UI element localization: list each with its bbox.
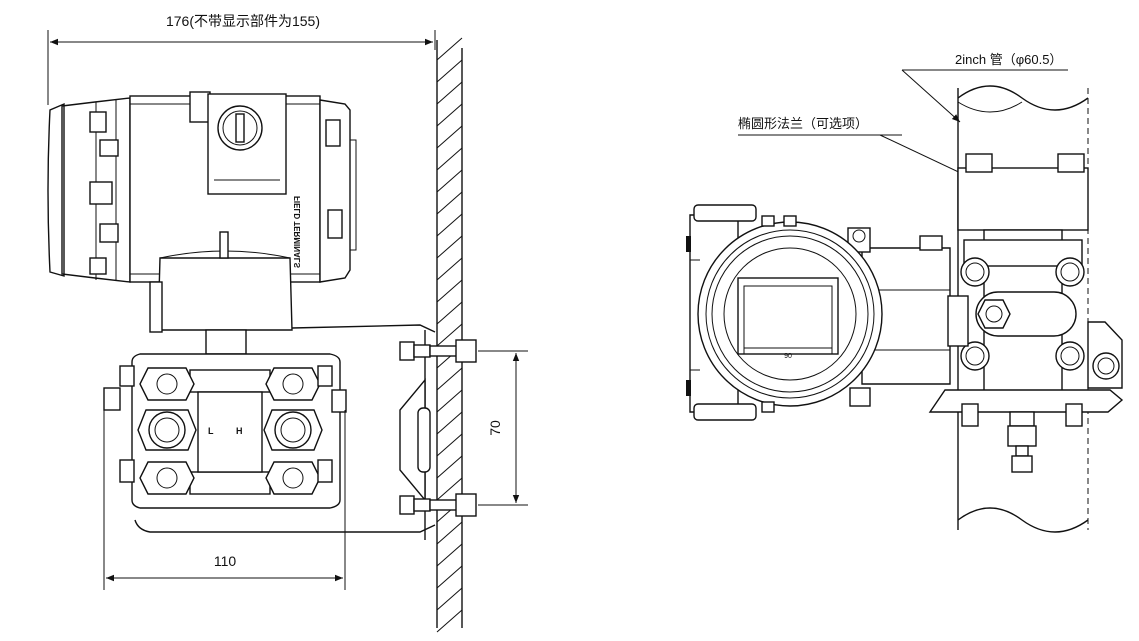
hatch-line: [436, 125, 463, 149]
hatch-line: [436, 521, 463, 545]
overall-width-label: 176(不带显示部件为155): [166, 13, 320, 29]
mount-width-dimension: 110: [103, 410, 346, 590]
hatch-line: [436, 587, 463, 611]
transmitter-housing: FIELD TERMINALS: [129, 91, 357, 283]
hatch-line: [436, 411, 463, 435]
hatch-line: [436, 609, 463, 633]
housing-neck: [149, 231, 293, 355]
hatch-line: [436, 169, 463, 193]
overall-width-dimension: 176(不带显示部件为155): [47, 13, 436, 105]
hatch-line: [436, 147, 463, 171]
hatch-line: [436, 323, 463, 347]
hatch-line: [436, 367, 463, 391]
hatch-line: [436, 191, 463, 215]
oval-flange-assembly: [928, 153, 1124, 473]
display-window: 90: [686, 204, 883, 421]
process-flange: L H: [103, 353, 347, 509]
hatch-line: [436, 213, 463, 237]
hatch-line: [436, 389, 463, 413]
hatch-line: [436, 279, 463, 303]
hatch-line: [436, 477, 463, 501]
hatch-line: [436, 301, 463, 325]
hatch-line: [436, 433, 463, 457]
wall-hatching: [436, 37, 463, 633]
front-view: 2inch 管（φ60.5） 椭圆形法兰（可选项）: [686, 52, 1124, 533]
bolt-spacing-dimension: 70: [478, 350, 528, 506]
hatch-line: [436, 37, 463, 61]
flange-callout: 椭圆形法兰（可选项）: [738, 116, 1019, 201]
bolt-spacing-label: 70: [487, 420, 503, 436]
hatch-line: [436, 59, 463, 83]
u-bolt-upper: [399, 339, 477, 363]
hatch-line: [436, 103, 463, 127]
mount-width-label: 110: [214, 553, 237, 569]
display-cover: [47, 97, 131, 283]
transmitter-housing-front: [847, 227, 969, 407]
port-high-label: H: [236, 426, 243, 436]
hatch-line: [436, 543, 463, 567]
pipe-size-label: 2inch 管（φ60.5）: [955, 52, 1062, 67]
flange-note-label: 椭圆形法兰（可选项）: [738, 116, 868, 131]
hatch-line: [436, 565, 463, 589]
display-scale-label: 90: [784, 353, 792, 360]
u-bolt-lower: [399, 493, 477, 517]
pipe-callout: 2inch 管（φ60.5）: [901, 52, 1068, 123]
hatch-line: [436, 257, 463, 281]
port-low-label: L: [208, 426, 214, 436]
mounting-wall: [436, 37, 463, 633]
hatch-line: [436, 235, 463, 259]
hatch-line: [436, 455, 463, 479]
field-terminals-plate: FIELD TERMINALS: [293, 196, 302, 269]
side-view: 176(不带显示部件为155) FIELD TERMINALS: [47, 13, 528, 633]
hatch-line: [436, 81, 463, 105]
